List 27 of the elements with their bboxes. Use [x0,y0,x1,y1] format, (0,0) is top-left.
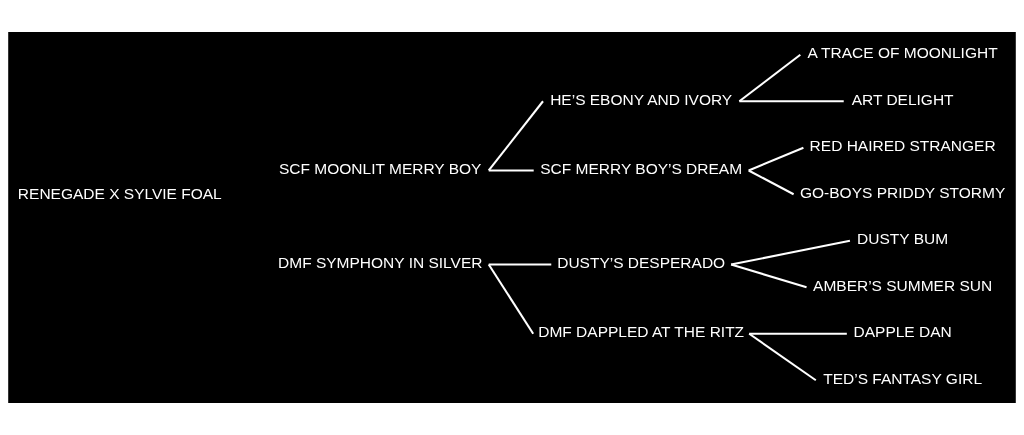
node-text: DMF SYMPHONY IN SILVER [278,254,483,272]
connector [738,53,801,103]
node-text: A TRACE OF MOONLIGHT [807,44,998,62]
node-text: DMF DAPPLED AT THE RITZ [538,323,745,341]
connector [739,100,844,103]
connector [748,332,817,382]
connector [730,263,807,289]
node-text: ART DELIGHT [851,90,954,108]
connector [730,239,851,266]
node-text: SCF MERRY BOY’S DREAM [540,160,743,178]
connector [748,146,804,172]
node-text: TED’S FANTASY GIRL [823,369,983,387]
node-text: DUSTY’S DESPERADO [557,254,726,272]
node-text: DAPPLE DAN [853,323,952,341]
node-text: HE’S EBONY AND IVORY [550,90,733,108]
node-text: SCF MOONLIT MERRY BOY [279,160,482,178]
node-text: DUSTY BUM [857,230,949,248]
connector [488,169,534,172]
label: RENEGADE X SYLVIE FOAL [17,184,222,202]
connector [488,263,552,266]
node-text: GO-BOYS PRIDDY STORMY [799,183,1006,201]
connector [749,332,847,335]
connector [748,169,795,196]
node-text: RED HAIRED STRANGER [809,137,996,155]
node-text: AMBER’S SUMMER SUN [813,276,993,294]
connector [487,263,535,335]
connector [487,100,544,172]
